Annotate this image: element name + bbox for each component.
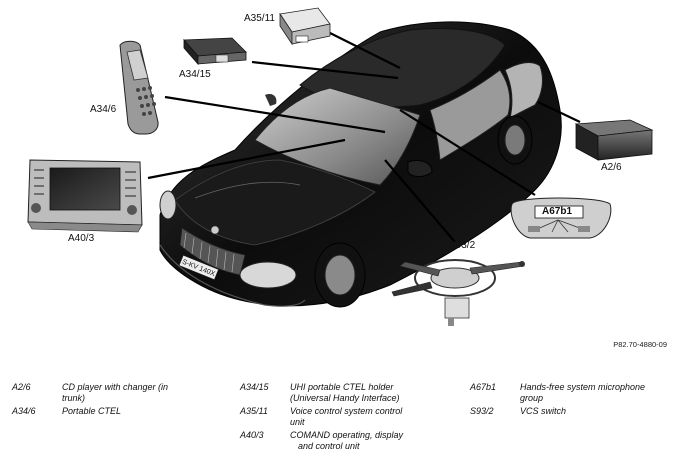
component-location-figure: S-KV 140X: [27, 7, 667, 349]
car-illustration: S-KV 140X: [27, 7, 654, 326]
microphone-group-illustration: [510, 197, 612, 239]
legend-code: A40/3: [240, 430, 264, 440]
callout-a67b1: A67b1: [542, 206, 573, 217]
callout-a34-15: A34/15: [179, 69, 211, 80]
legend-code: A35/11: [240, 406, 268, 416]
callout-a40-3: A40/3: [68, 233, 95, 244]
vcs-switch-illustration: [391, 259, 525, 326]
callout-a2-6: A2/6: [601, 162, 622, 173]
legend-description: VCS switch: [520, 406, 567, 416]
comand-unit-illustration: [27, 159, 143, 233]
legend-code: A67b1: [470, 382, 497, 392]
legend-description: UHI portable CTEL holder(Universal Handy…: [290, 382, 400, 403]
legend-description: Portable CTEL: [62, 406, 122, 416]
portable-phone-illustration: [119, 40, 159, 135]
voice-control-unit-illustration: [279, 7, 331, 46]
uhi-holder-illustration: [183, 37, 247, 66]
car-body: S-KV 140X: [159, 21, 562, 308]
callout-s93-2: S93/2: [449, 240, 476, 251]
leader-lines: [147, 27, 581, 243]
legend-code: S93/2: [470, 406, 494, 416]
figure-reference-number: P82.70-4880-09: [613, 340, 667, 349]
callout-a35-11: A35/11: [244, 13, 275, 24]
cd-changer-illustration: [574, 119, 654, 161]
legend-code: A34/15: [240, 382, 269, 392]
callout-a34-6: A34/6: [90, 104, 117, 115]
legend-code: A2/6: [12, 382, 31, 392]
legend-code: A34/6: [12, 406, 36, 416]
